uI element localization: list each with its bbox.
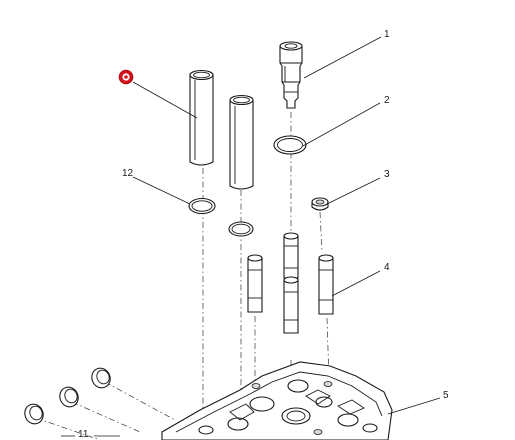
part-3-nut[interactable] <box>311 197 329 211</box>
part-11-plug-1[interactable] <box>89 365 114 391</box>
sleeve-tube-left[interactable] <box>189 69 214 166</box>
red-target-marker-icon[interactable] <box>118 69 134 85</box>
callout-label-4[interactable]: 4 <box>384 262 390 273</box>
part-11-plug-3[interactable] <box>22 401 47 427</box>
callout-leader-lines <box>61 36 441 437</box>
part-11-plug-2[interactable] <box>57 384 82 410</box>
callout-label-12[interactable]: 12 <box>122 168 134 179</box>
callout-label-11[interactable]: 11 <box>78 429 89 440</box>
callout-label-2[interactable]: 2 <box>384 95 390 106</box>
o-ring-12-lower[interactable] <box>228 221 254 237</box>
callout-label-5[interactable]: 5 <box>443 390 449 401</box>
part-4-stud-left[interactable] <box>247 254 263 313</box>
part-4-stud-center-upper[interactable] <box>283 232 299 279</box>
callout-label-1[interactable]: 1 <box>384 29 390 40</box>
part-2-o-ring[interactable] <box>273 135 307 155</box>
callout-label-3[interactable]: 3 <box>384 169 390 180</box>
part-4-stud-right[interactable] <box>318 254 334 315</box>
sleeve-tube-right[interactable] <box>229 94 254 190</box>
o-ring-12-upper[interactable] <box>188 197 216 215</box>
part-4-stud-center-lower[interactable] <box>283 276 299 334</box>
part-5-cylinder-head[interactable] <box>161 361 393 440</box>
part-1-injector[interactable] <box>279 41 303 109</box>
